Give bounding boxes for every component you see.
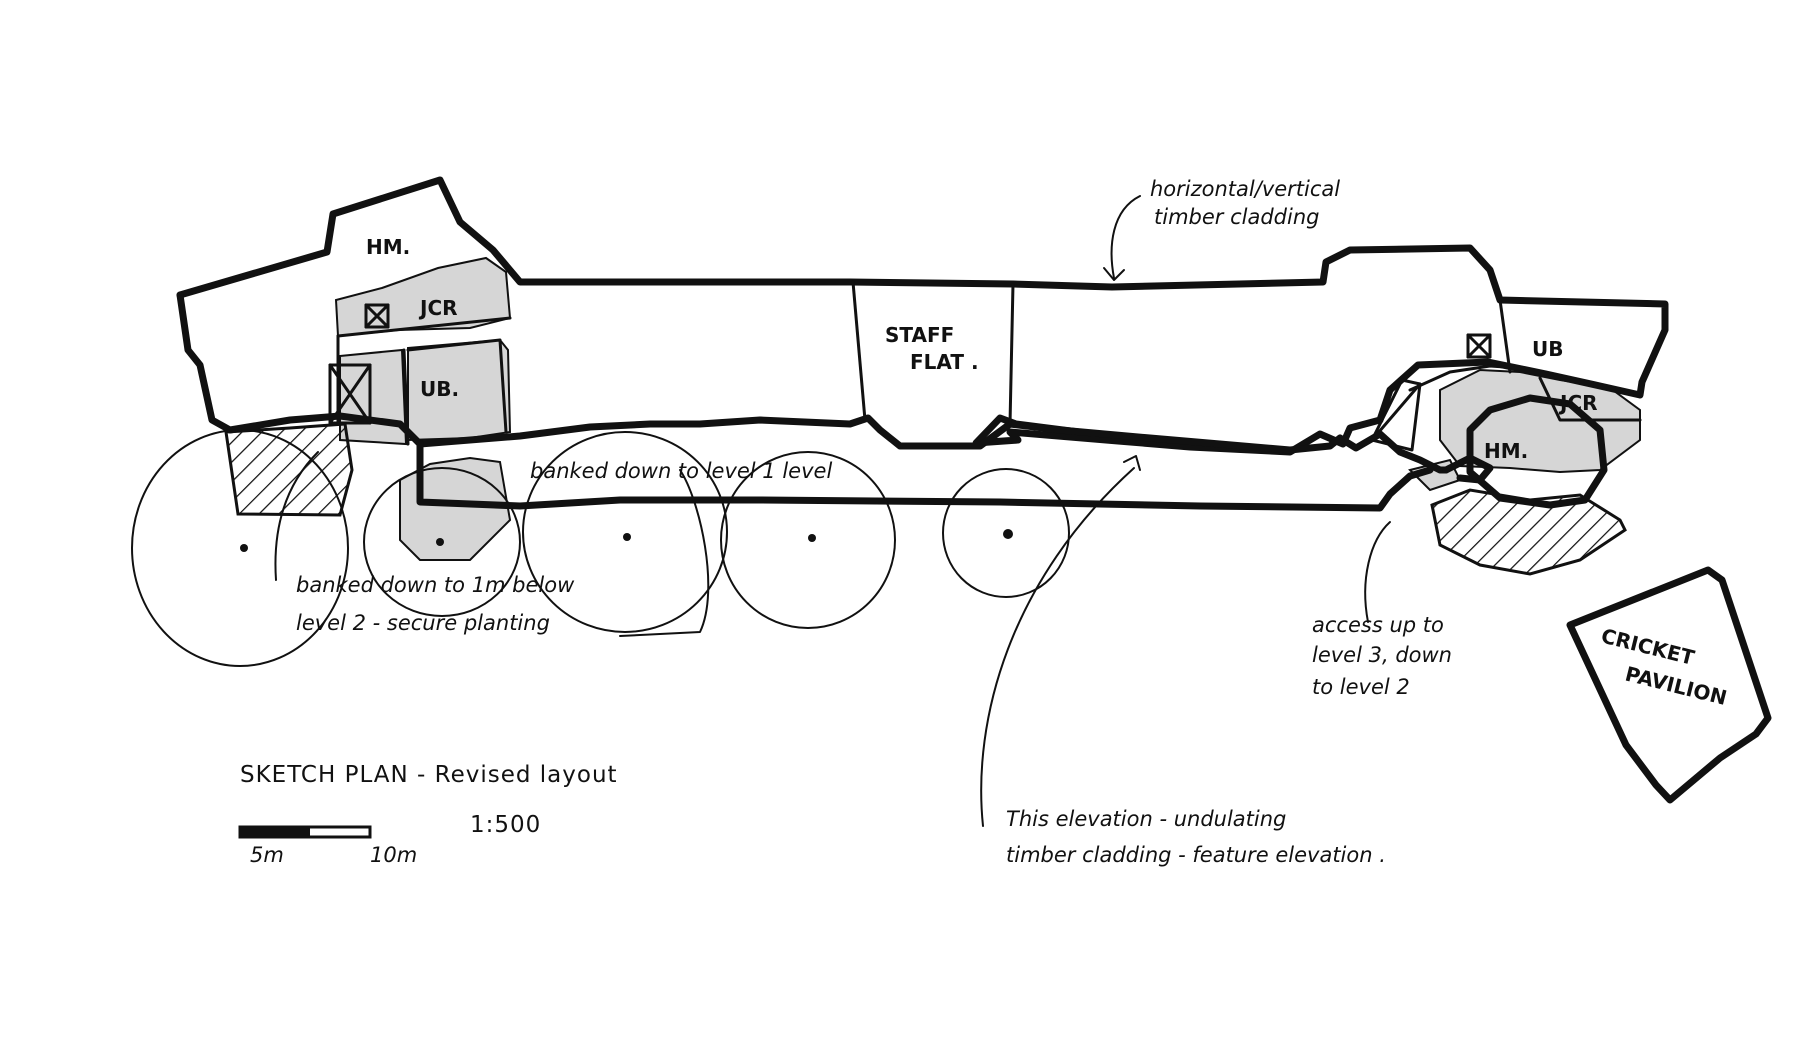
note-banked-level1: banked down to level 1 level [530, 459, 832, 483]
scale-bar-10m: 10m [370, 843, 417, 867]
right-wing-rooms [1408, 364, 1608, 509]
label-cricket-2: PAVILION [1623, 662, 1730, 710]
plan-scale: 1:500 [470, 812, 541, 838]
note-access-2: level 3, down [1312, 643, 1452, 667]
cricket-pavilion [1566, 566, 1772, 804]
note-elevation-2: timber cladding - feature elevation . [1006, 843, 1386, 867]
note-banked-left-2: level 2 - secure planting [296, 611, 550, 635]
label-hm-right: HM. [1484, 439, 1528, 463]
label-cricket-1: CRICKET [1599, 624, 1697, 670]
label-jcr-right: JCR [1558, 391, 1598, 415]
note-banked-left-1: banked down to 1m below [296, 573, 575, 597]
plan-title: SKETCH PLAN - Revised layout [240, 762, 618, 788]
building-outline [176, 176, 1669, 512]
tree-canopies [131, 429, 1070, 667]
label-staff-flat-2: FLAT . [910, 350, 979, 374]
note-elevation-1: This elevation - undulating [1006, 807, 1286, 831]
interior-partitions [336, 280, 1642, 446]
label-ub-right: UB [1532, 337, 1563, 361]
stair-markers [328, 303, 1492, 452]
note-access-1: access up to [1312, 613, 1444, 637]
leader-lines [274, 195, 1391, 827]
scale-bar-5m: 5m [250, 843, 284, 867]
label-hm-left: HM. [366, 235, 410, 259]
label-jcr-left: JCR [418, 296, 458, 320]
note-access-3: to level 2 [1312, 675, 1410, 699]
note-cladding-2: timber cladding [1154, 205, 1319, 229]
scale-bar [238, 825, 372, 839]
note-cladding-1: horizontal/vertical [1150, 177, 1340, 201]
label-ub-left: UB. [420, 377, 459, 401]
label-staff-flat-1: STAFF [885, 323, 954, 347]
